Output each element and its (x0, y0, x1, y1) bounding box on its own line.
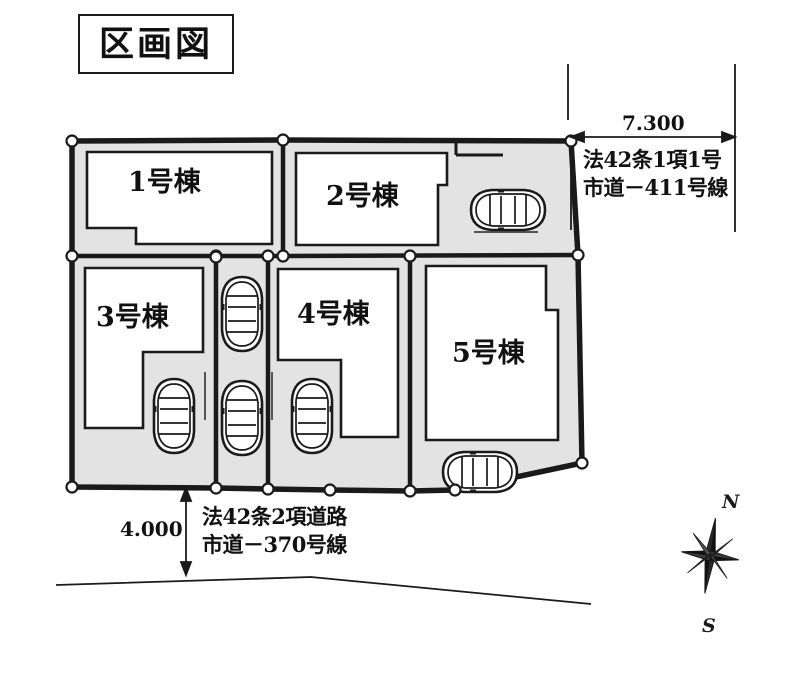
dimension-label-south-road: 4.000 (120, 517, 183, 541)
vertex-marker (448, 483, 462, 497)
car-icon-lot3-strip-upper (219, 275, 265, 353)
vertex-marker (65, 134, 79, 148)
building-2-footprint (294, 151, 449, 247)
vertex-marker (65, 480, 79, 494)
car-icon-lot3-strip-lower (219, 379, 265, 457)
lot-label-3: 3号棟 (96, 302, 169, 333)
dimension-south-road (179, 485, 193, 578)
vertex-marker (261, 249, 275, 263)
vertex-marker (209, 481, 223, 495)
vertex-marker (575, 456, 589, 470)
lot-label-2: 2号棟 (326, 181, 399, 212)
east-road-designation: 法42条1項1号 (583, 147, 722, 172)
vertex-marker (403, 484, 417, 498)
compass-north-label: N (722, 491, 740, 513)
car-icon-lot4 (289, 377, 335, 455)
vertex-marker (209, 250, 223, 264)
south-road-designation: 法42条2項道路 (202, 504, 347, 529)
vertex-marker (65, 249, 79, 263)
lot-label-4: 4号棟 (297, 299, 370, 330)
dim-arrow-right-east (721, 130, 738, 144)
vertex-marker (276, 133, 290, 147)
dim-arrow-left-east (568, 130, 585, 144)
car-icon-lot2 (469, 187, 547, 233)
page-title: 区画図 (98, 23, 213, 65)
vertex-marker (276, 249, 290, 263)
boundary-vertex-markers (65, 133, 589, 498)
building-footprints (83, 150, 560, 442)
building-1-footprint (85, 150, 274, 246)
divider-horizontal-middle (72, 252, 579, 259)
south-road-name: 市道－370号線 (202, 532, 347, 557)
building-5-footprint (424, 264, 560, 442)
building-4-footprint (276, 267, 400, 439)
page-title-box: 区画図 (78, 14, 234, 74)
compass-rose-icon (675, 513, 745, 598)
dim-arrow-bottom-south (179, 561, 193, 578)
vertex-marker (571, 248, 585, 262)
vertex-marker (261, 482, 275, 496)
dimension-east-road (568, 130, 738, 144)
south-road-outer-edge (55, 576, 592, 605)
car-icon-lot3-drive (151, 377, 197, 455)
vertex-marker (323, 483, 337, 497)
compass-south-label: S (702, 615, 716, 637)
building-3-footprint (83, 266, 205, 430)
lot-label-5: 5号棟 (452, 338, 525, 369)
road-edge-lines (55, 64, 736, 605)
dimension-label-east-road: 7.300 (622, 111, 685, 135)
dim-arrow-top-south (179, 485, 193, 502)
vertex-marker (403, 249, 417, 263)
lot-label-1: 1号棟 (128, 167, 201, 198)
east-road-name: 市道－411号線 (583, 175, 728, 200)
